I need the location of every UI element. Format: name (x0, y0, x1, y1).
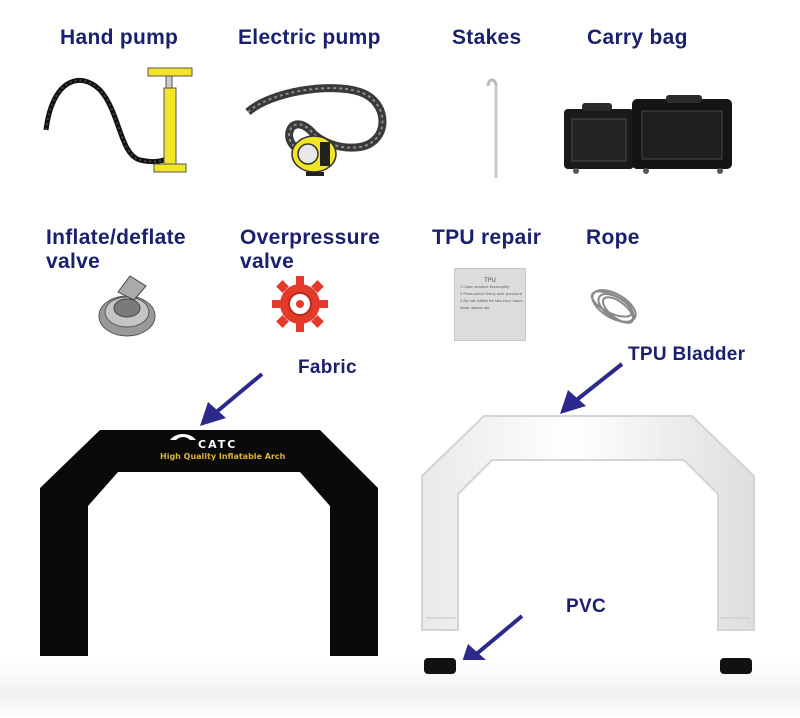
arch-brand-logo: CATC (198, 438, 238, 451)
inflate-deflate-valve-image (98, 275, 156, 337)
electric-pump-image (245, 84, 387, 176)
tpu-arch-image (421, 415, 755, 674)
label-overpressure-valve-1: Overpressure (240, 226, 381, 249)
fabric-arch-image (40, 430, 378, 656)
hand-pump-image (43, 67, 193, 173)
label-rope: Rope (586, 226, 640, 249)
label-carry-bag: Carry bag (587, 26, 688, 49)
annotation-tpu-bladder: TPU Bladder (628, 344, 746, 365)
floor-shadow (0, 660, 800, 718)
label-inflate-deflate-valve-2: valve (46, 250, 101, 273)
stakes-image (486, 78, 498, 178)
label-electric-pump: Electric pump (238, 26, 381, 49)
overpressure-valve-image (272, 276, 328, 332)
carry-bag-image (564, 95, 732, 174)
annotation-pvc: PVC (566, 596, 606, 617)
arrow-icon-fabric (200, 372, 264, 426)
label-tpu-repair: TPU repair (432, 226, 542, 249)
label-hand-pump: Hand pump (60, 26, 179, 49)
arrow-icon-tpu-bladder (560, 362, 624, 414)
repair-card-line: 3 Do not inflate for two-hour hours (460, 299, 523, 303)
label-overpressure-valve-2: valve (240, 250, 295, 273)
annotation-fabric: Fabric (298, 357, 357, 378)
repair-card-title: TPU (484, 277, 496, 284)
arch-brand-tagline: High Quality Inflatable Arch (160, 452, 286, 461)
label-stakes: Stakes (452, 26, 522, 49)
repair-card-line: allow repairs set (460, 306, 490, 310)
rope-image (590, 289, 637, 324)
label-inflate-deflate-valve-1: Inflate/deflate (46, 226, 186, 249)
repair-card-line: 1 Clean product thoroughly (460, 285, 510, 289)
tpu-repair-patch: TPU 1 Clean product thoroughly 2 Press p… (454, 268, 526, 341)
repair-card-line: 2 Press patch firmly over puncture (460, 292, 523, 296)
